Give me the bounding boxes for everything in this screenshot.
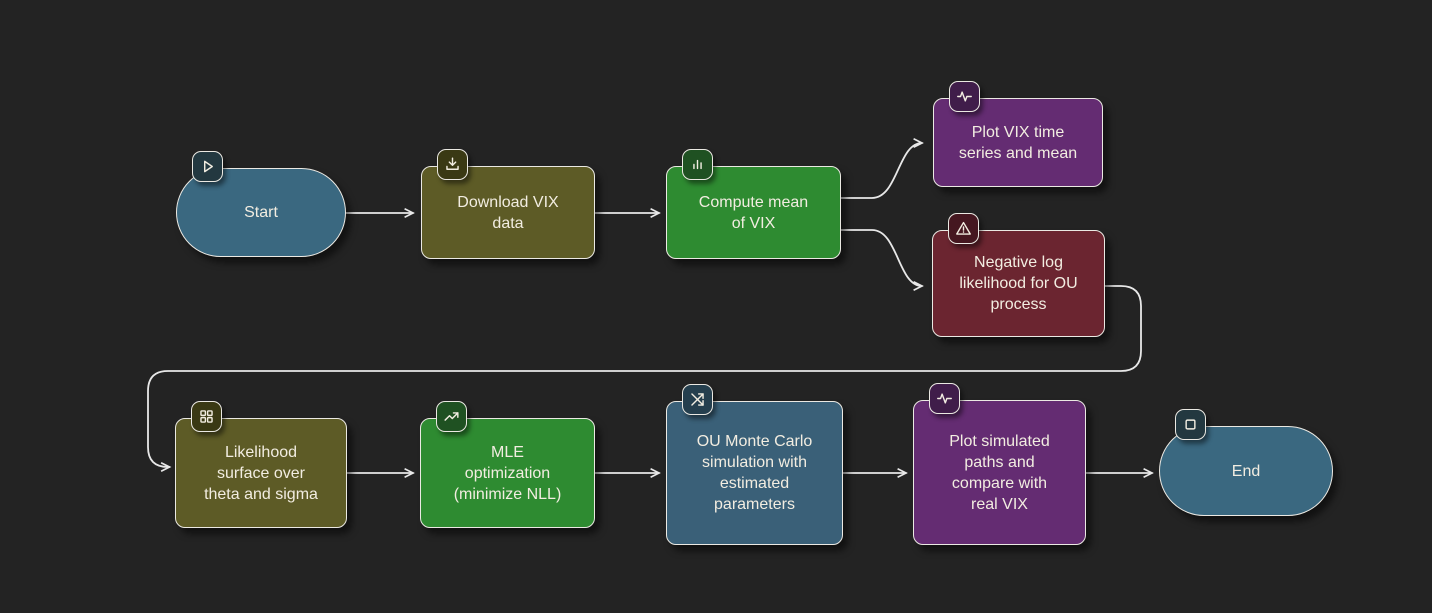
node-end: End	[1159, 409, 1333, 516]
node-download-vix: Download VIX data	[421, 149, 595, 259]
node-label-mle-optimization: MLE optimization (minimize NLL)	[453, 443, 562, 503]
stop-icon-badge	[1175, 409, 1206, 440]
node-likelihood-surface: Likelihood surface over theta and sigma	[175, 401, 347, 528]
node-label-ou-monte-carlo: OU Monte Carlo simulation with estimated…	[696, 433, 813, 513]
trending-up-icon-badge	[436, 401, 467, 432]
bar-chart-icon-badge	[682, 149, 713, 180]
play-icon-badge	[192, 151, 223, 182]
node-label-start: Start	[244, 204, 278, 221]
grid-icon-badge	[191, 401, 222, 432]
node-label-compute-mean: Compute mean of VIX	[698, 193, 809, 232]
activity-icon-badge	[949, 81, 980, 112]
stop-icon	[1185, 419, 1196, 430]
warning-icon-badge	[948, 213, 979, 244]
node-neg-log-likelihood: Negative log likelihood for OU process	[932, 213, 1105, 337]
warning-icon	[956, 221, 971, 235]
shuffle-icon-badge	[682, 384, 713, 415]
node-label-plot-vix: Plot VIX time series and mean	[958, 123, 1078, 162]
node-ou-monte-carlo: OU Monte Carlo simulation with estimated…	[666, 384, 843, 545]
node-compute-mean: Compute mean of VIX	[666, 149, 841, 259]
download-icon	[446, 157, 459, 170]
node-plot-vix: Plot VIX time series and mean	[933, 81, 1103, 187]
download-icon-badge	[437, 149, 468, 180]
node-start: Start	[176, 151, 346, 257]
node-label-download-vix: Download VIX data	[457, 193, 559, 232]
node-plot-simulated: Plot simulated paths and compare with re…	[913, 383, 1086, 545]
activity-icon	[937, 393, 952, 404]
edge-compute-mean-to-plot-vix	[840, 143, 922, 199]
activity-icon-badge	[929, 383, 960, 414]
shuffle-icon	[691, 393, 704, 406]
node-label-plot-simulated: Plot simulated paths and compare with re…	[949, 432, 1050, 513]
node-label-end: End	[1231, 462, 1261, 480]
edge-compute-mean-to-neg-log-likelihood	[840, 229, 922, 286]
bar-chart-icon	[693, 159, 702, 170]
node-label-neg-log-likelihood: Negative log likelihood for OU process	[959, 254, 1078, 313]
trending-up-icon	[444, 412, 459, 421]
play-icon	[204, 160, 213, 173]
activity-icon	[957, 91, 972, 102]
node-mle-optimization: MLE optimization (minimize NLL)	[420, 401, 595, 528]
node-label-likelihood-surface: Likelihood surface over theta and sigma	[204, 443, 318, 503]
grid-icon	[200, 410, 213, 423]
edge-neg-log-likelihood-to-likelihood-surface	[147, 285, 1142, 467]
